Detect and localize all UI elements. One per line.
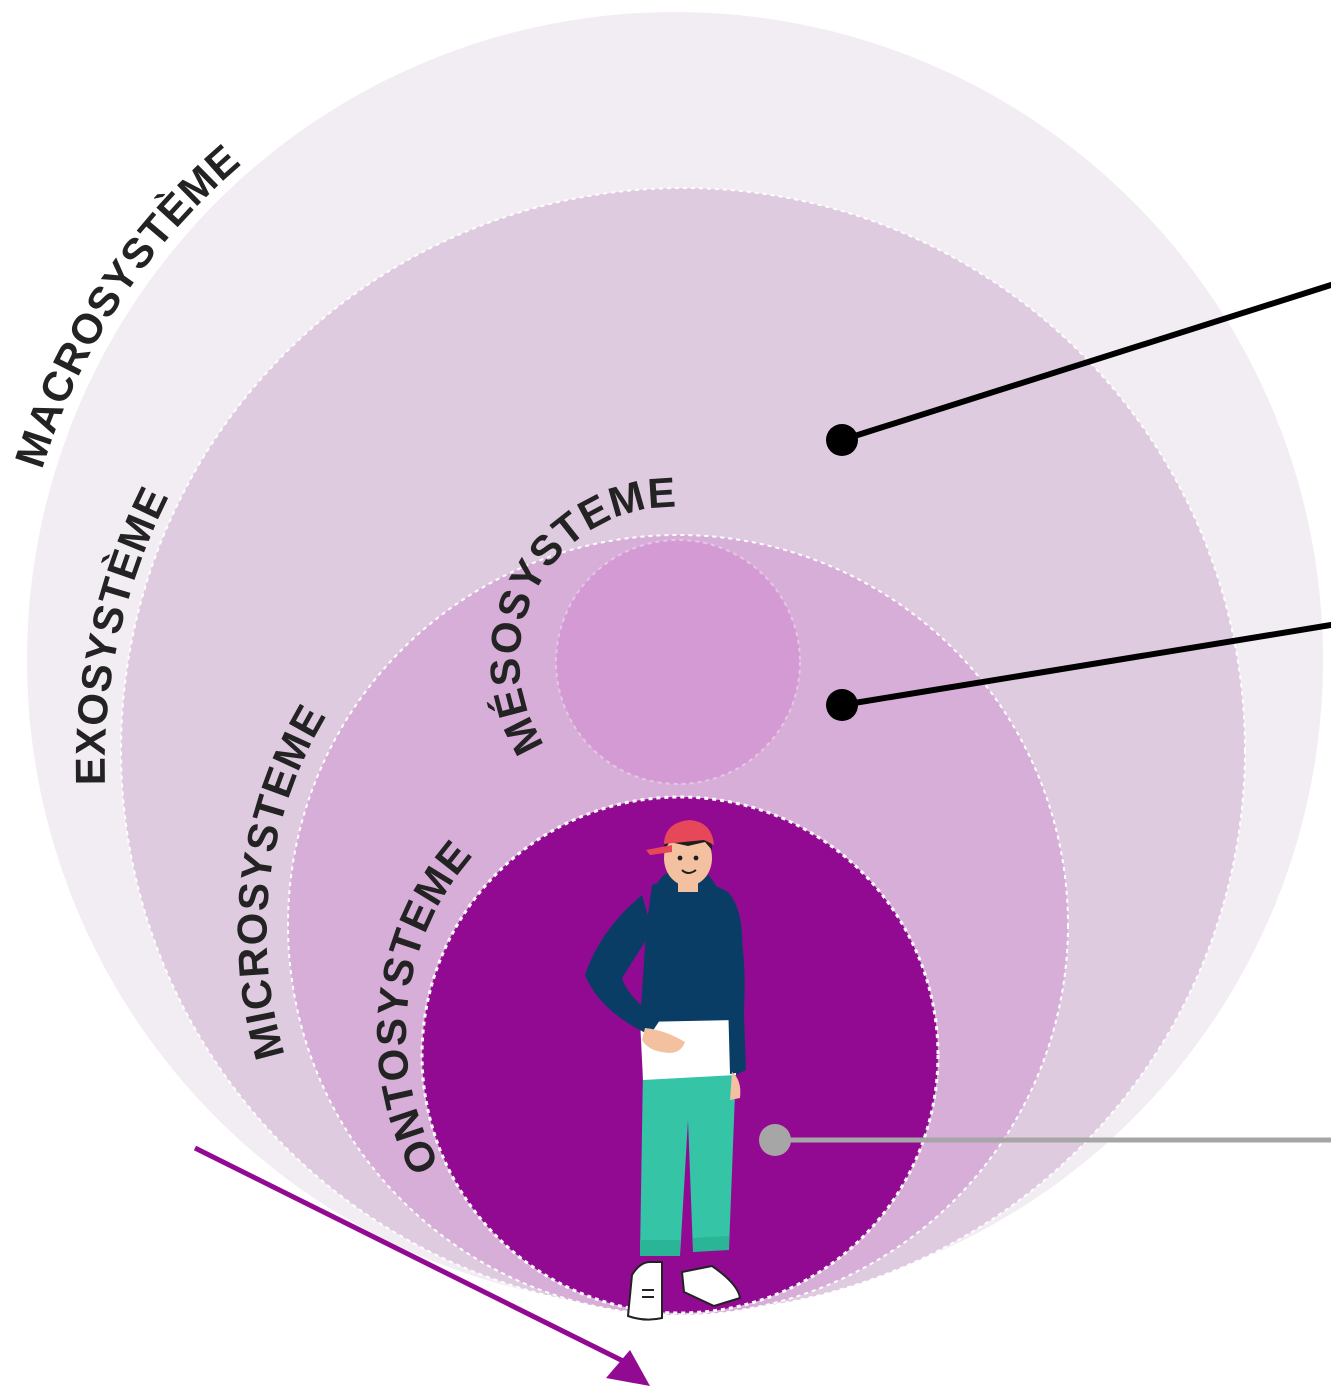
person-illustration-icon: [585, 820, 746, 1321]
ontosystem-pointer: [759, 1124, 1331, 1156]
microsystem-pointer: [826, 622, 1331, 721]
diagonal-arrow-icon: [193, 1145, 650, 1386]
mesosystem-circle: [555, 539, 801, 785]
exosystem-pointer: [826, 282, 1331, 456]
